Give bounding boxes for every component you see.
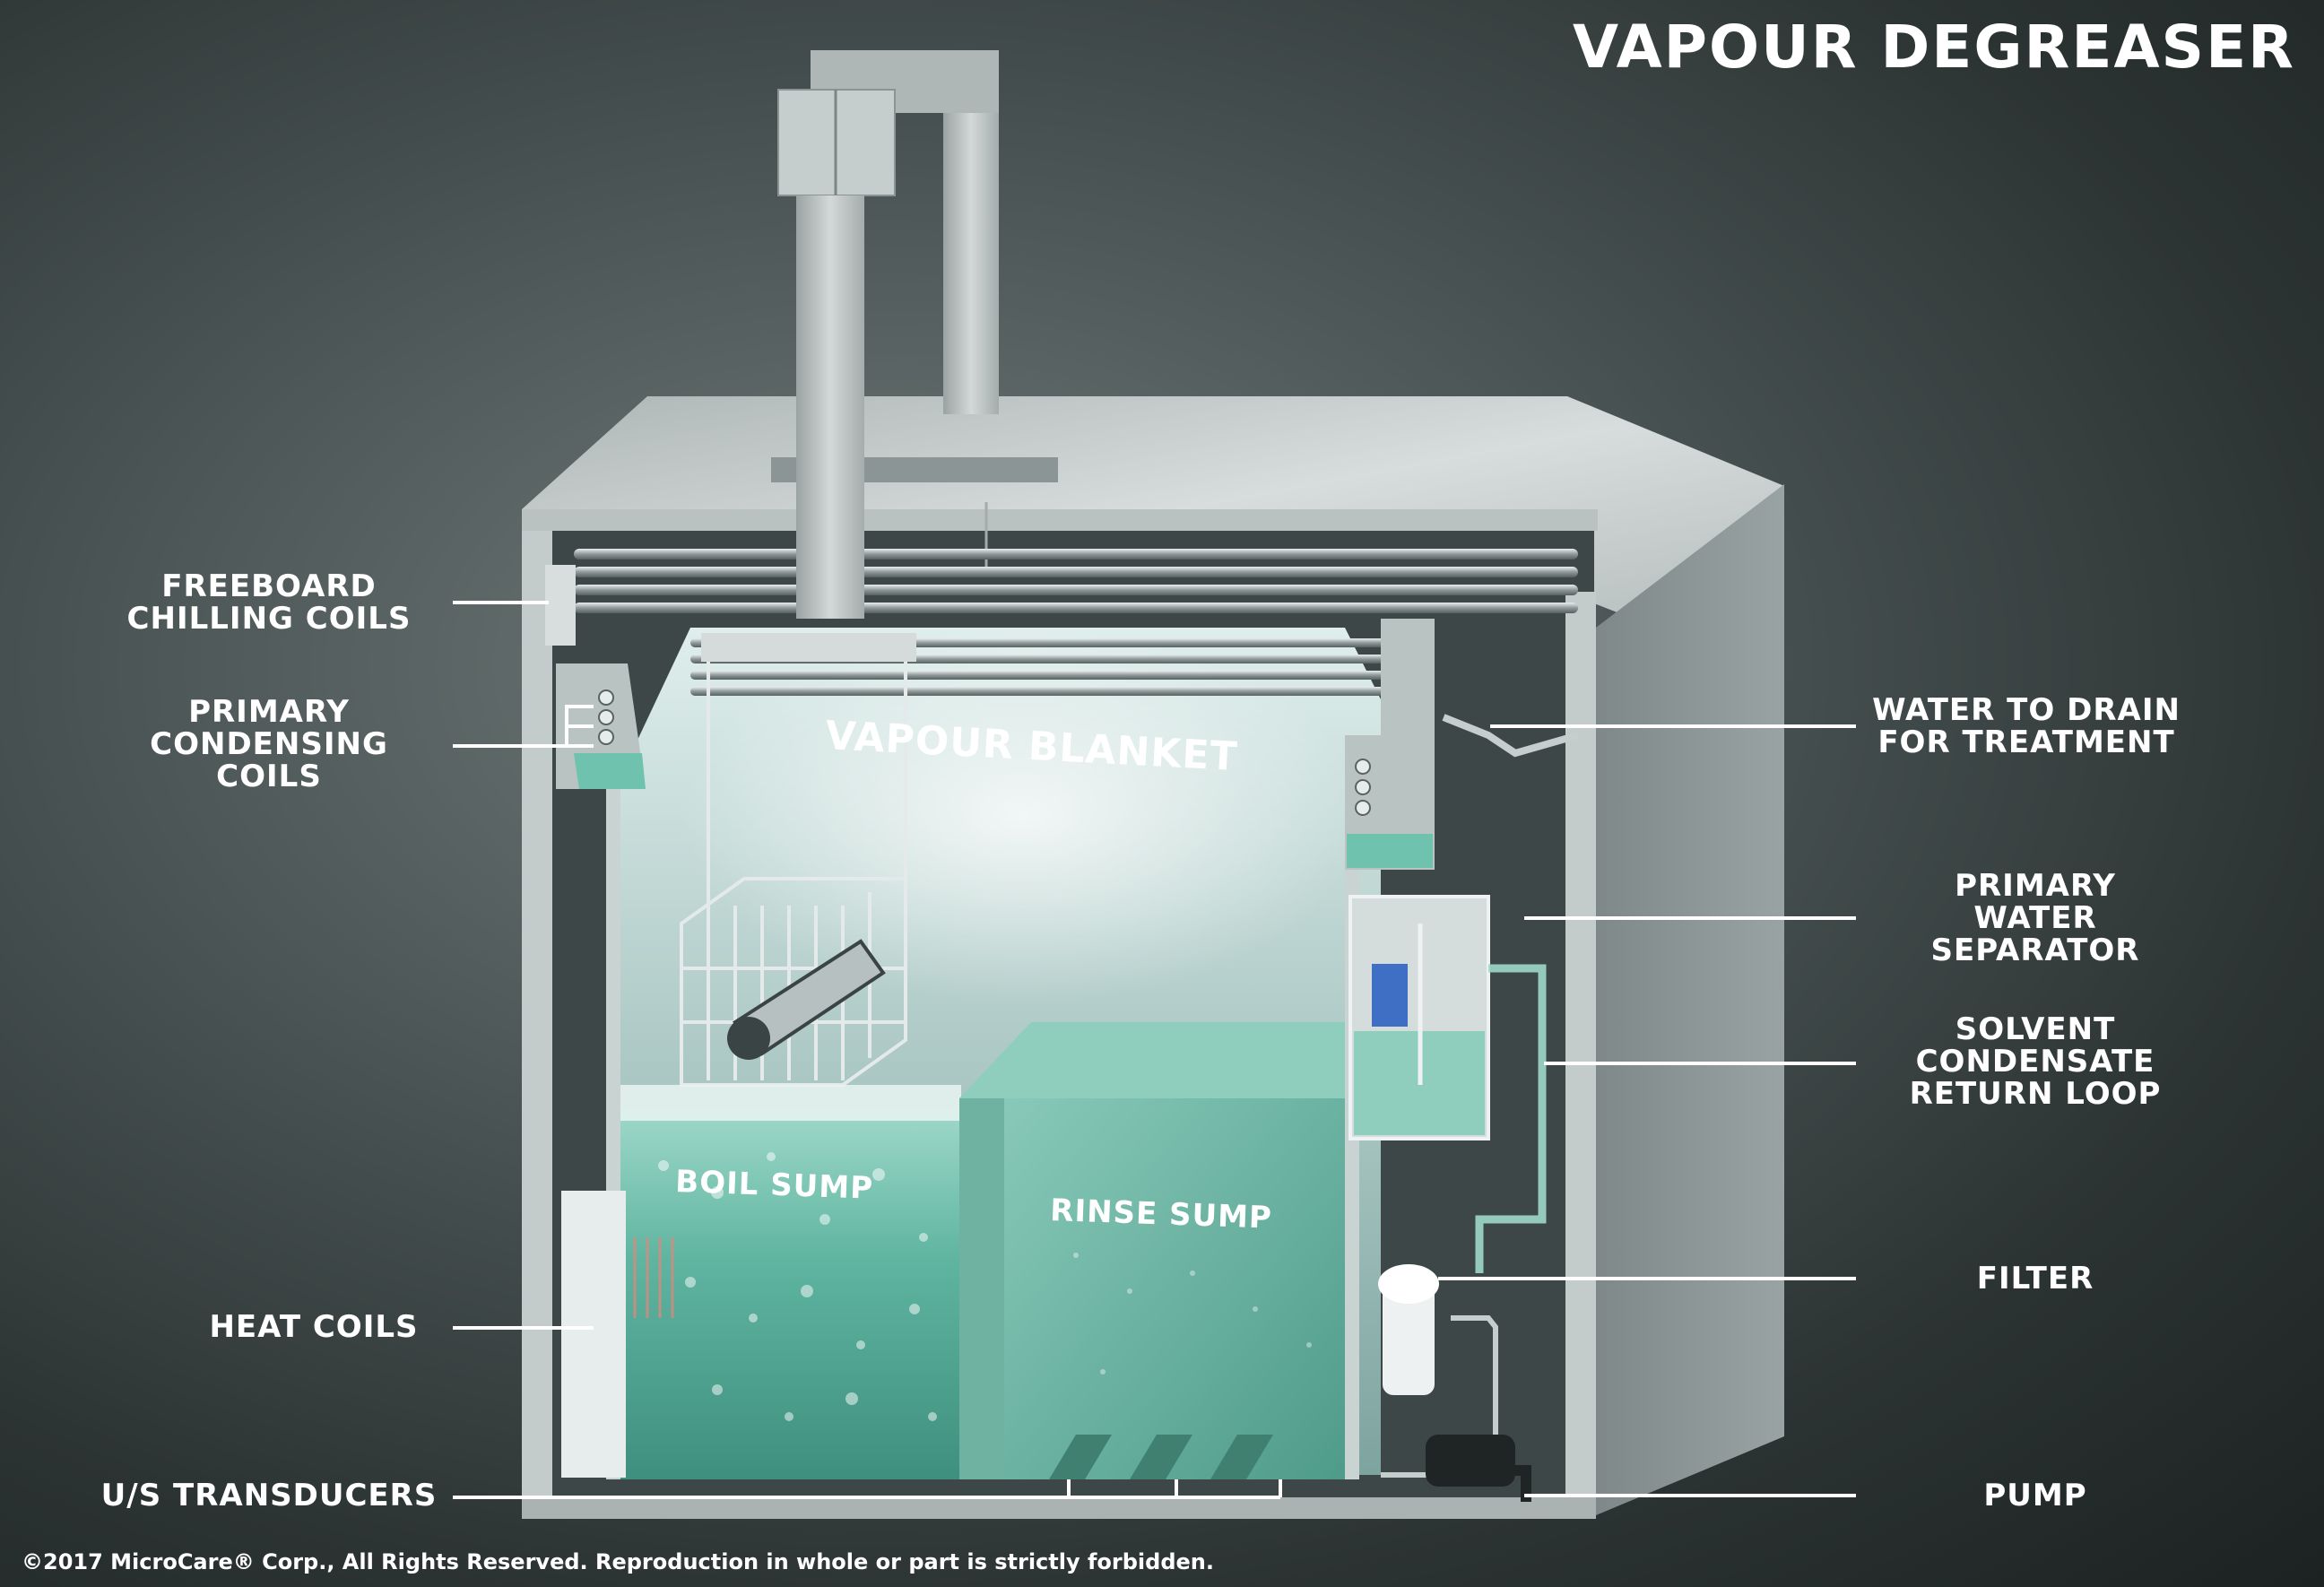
left-coil-end-2 [599, 710, 613, 724]
cabinet-front-edge [522, 509, 1598, 531]
label-pump: PUMP [1901, 1479, 2170, 1512]
label-freeboard-chilling-coils: FREEBOARD CHILLING COILS [108, 570, 430, 635]
label-primary-condensing-coils: PRIMARY CONDENSING COILS [108, 696, 430, 793]
rinse-sump-label: RINSE SUMP [1050, 1192, 1273, 1236]
right-trough-liquid [1347, 834, 1433, 868]
rinse-sump [959, 1022, 1345, 1479]
copyright-notice: ©2017 MicroCare® Corp., All Rights Reser… [22, 1549, 1214, 1574]
right-coil-end-3 [1356, 801, 1370, 815]
vapour-glow [681, 628, 1363, 1004]
filter-cap [1378, 1264, 1439, 1304]
heat-coils [561, 1191, 626, 1478]
label-filter: FILTER [1901, 1262, 2170, 1295]
left-trough-liquid [574, 753, 646, 789]
boil-sump [561, 1085, 961, 1479]
hoist-front-post [796, 195, 864, 619]
rinse-sump-liquid [1004, 1098, 1345, 1479]
water-separator [1350, 897, 1488, 1139]
cabinet-bottom [522, 1497, 1596, 1519]
freeboard-coil-3 [574, 585, 1578, 595]
us-transducer-plates [1049, 1435, 1273, 1479]
label-solvent-condensate-return-loop: SOLVENT CONDENSATE RETURN LOOP [1865, 1013, 2206, 1110]
part-end [727, 1017, 770, 1060]
right-coil-end-2 [1356, 780, 1370, 794]
boil-sump-surface-bubbles [620, 1085, 961, 1121]
left-freeboard-housing [545, 565, 576, 646]
filter-unit [1378, 1264, 1439, 1395]
label-us-transducers: U/S TRANSDUCERS [72, 1479, 466, 1512]
label-heat-coils: HEAT COILS [161, 1311, 466, 1343]
rinse-sump-wall [959, 1098, 1004, 1479]
right-coil-end-1 [1356, 759, 1370, 774]
label-water-to-drain: WATER TO DRAIN FOR TREATMENT [1847, 694, 2206, 759]
hoist-crossbar [701, 633, 916, 662]
label-primary-water-separator: PRIMARY WATER SEPARATOR [1865, 870, 2206, 967]
separator-water [1372, 964, 1408, 1027]
left-coil-end-1 [599, 690, 613, 705]
condensing-coil-3 [690, 671, 1390, 680]
boil-sump-label: BOIL SUMP [675, 1164, 874, 1207]
cabinet-right-side [1596, 484, 1784, 1515]
freeboard-coil-2 [574, 567, 1578, 577]
condensing-coil-4 [690, 687, 1390, 696]
hoist-rear-post [943, 65, 999, 414]
freeboard-coil-4 [574, 603, 1578, 613]
freeboard-coil-1 [574, 549, 1578, 559]
diagram-title: VAPOUR DEGREASER [1399, 13, 2295, 82]
cabinet-right-wall [1565, 592, 1596, 1517]
left-coil-end-3 [599, 730, 613, 744]
cabinet-left-wall [522, 531, 552, 1517]
pump-motor [1426, 1435, 1515, 1487]
